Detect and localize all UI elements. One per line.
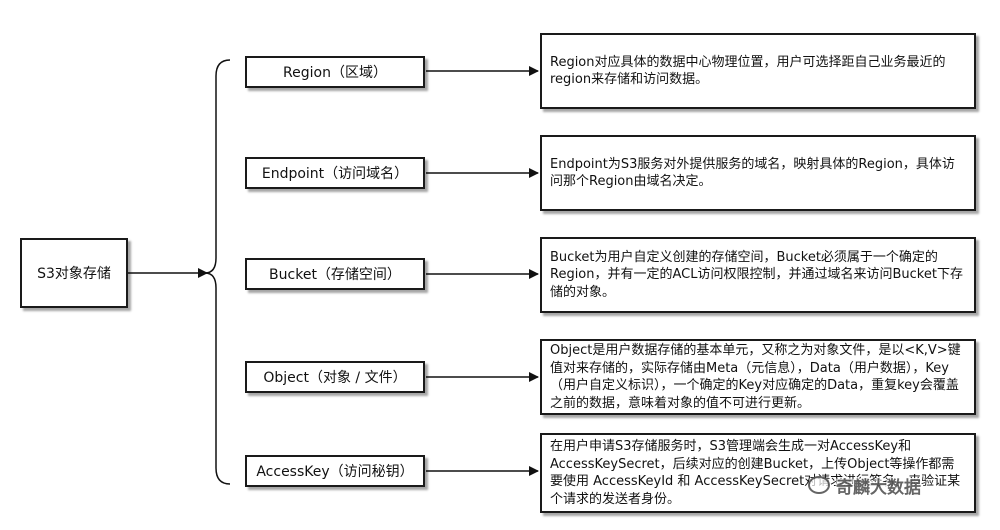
desc-endpoint-text: Endpoint为S3服务对外提供服务的域名，映射具体的Region，具体访问那… <box>550 156 955 190</box>
desc-region: Region对应具体的数据中心物理位置，用户可选择距自己业务最近的region来… <box>540 33 976 109</box>
watermark-text: 奇麟大数据 <box>836 477 921 498</box>
desc-object-text: Object是用户数据存储的基本单元，又称之为对象文件，是以<K,V>键值对来存… <box>550 343 961 411</box>
watermark: 奇麟大数据 <box>808 472 978 498</box>
desc-region-text: Region对应具体的数据中心物理位置，用户可选择距自己业务最近的region来… <box>550 54 946 88</box>
concept-region-label: Region（区域） <box>283 65 387 81</box>
desc-endpoint: Endpoint为S3服务对外提供服务的域名，映射具体的Region，具体访问那… <box>540 135 976 211</box>
desc-accesskey: 在用户申请S3存储服务时，S3管理端会生成一对AccessKey和AccessK… <box>540 433 976 513</box>
wechat-icon <box>808 476 830 494</box>
desc-accesskey-text: 在用户申请S3存储服务时，S3管理端会生成一对AccessKey和AccessK… <box>550 439 961 507</box>
root-label: S3对象存储 <box>37 266 111 282</box>
concept-accesskey-label: AccessKey（访问秘钥） <box>256 464 414 480</box>
desc-bucket: Bucket为用户自定义创建的存储空间，Bucket必须属于一个确定的Regio… <box>540 237 976 313</box>
curly-brace <box>204 59 231 485</box>
root-node: S3对象存储 <box>20 238 128 308</box>
concept-endpoint: Endpoint（访问域名） <box>245 157 425 189</box>
concept-bucket-label: Bucket（存储空间） <box>269 267 401 283</box>
concept-object: Object（对象 / 文件） <box>245 361 425 393</box>
concept-accesskey: AccessKey（访问秘钥） <box>245 455 425 487</box>
concept-endpoint-label: Endpoint（访问域名） <box>261 166 409 182</box>
desc-object: Object是用户数据存储的基本单元，又称之为对象文件，是以<K,V>键值对来存… <box>540 339 976 415</box>
desc-bucket-text: Bucket为用户自定义创建的存储空间，Bucket必须属于一个确定的Regio… <box>550 249 963 300</box>
concept-object-label: Object（对象 / 文件） <box>263 370 407 386</box>
concept-region: Region（区域） <box>245 56 425 88</box>
concept-bucket: Bucket（存储空间） <box>245 258 425 290</box>
